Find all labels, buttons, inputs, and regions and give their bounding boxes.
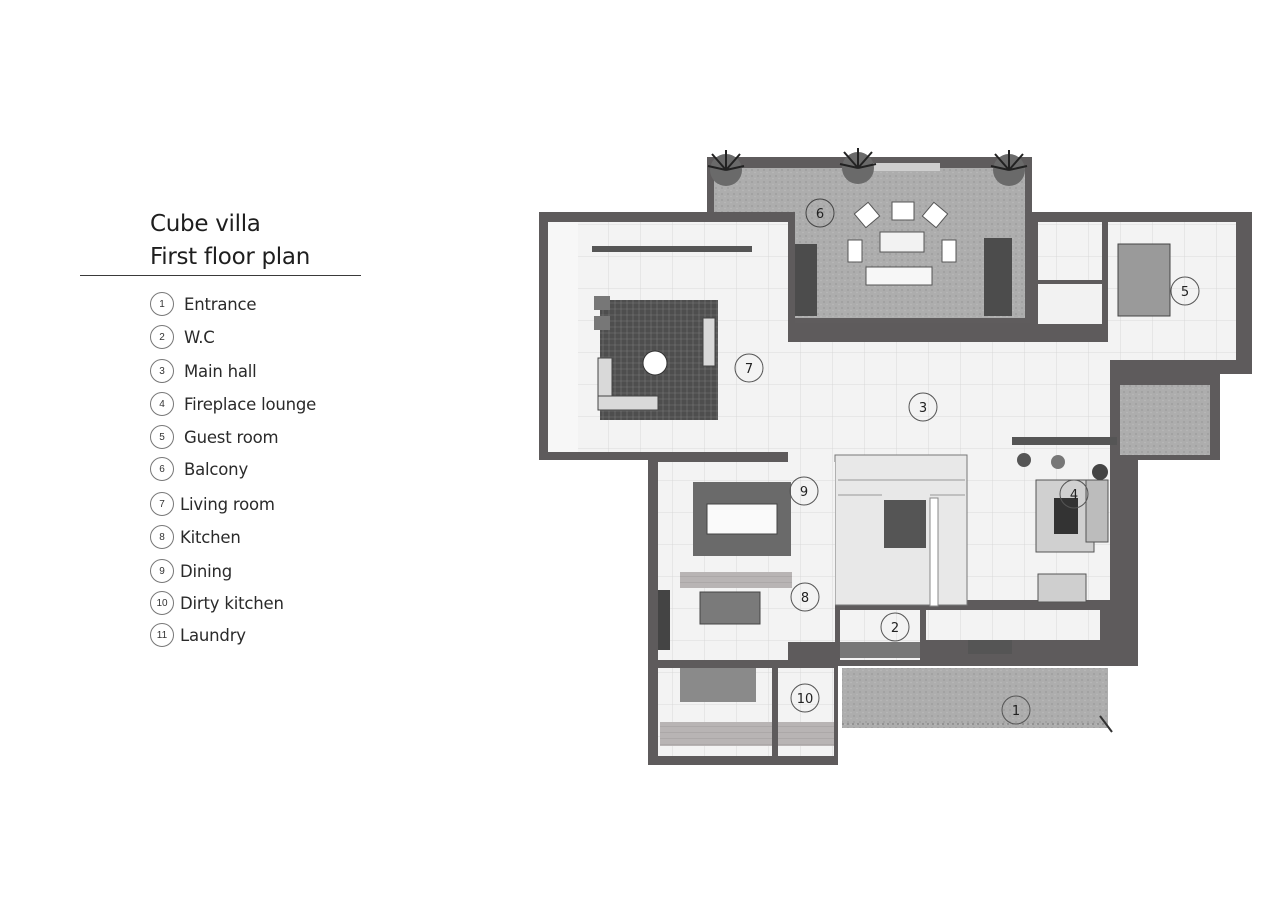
legend-label: Fireplace lounge [184, 394, 317, 414]
legend-item-laundry: 11 Laundry [150, 623, 246, 647]
room-number: 8 [801, 591, 809, 606]
legend-item-guest-room: 5 Guest room [150, 425, 279, 449]
legend-label: Living room [180, 494, 275, 514]
legend-item-entrance: 1 Entrance [150, 292, 257, 316]
legend-number: 8 [150, 525, 174, 549]
legend-number: 2 [150, 325, 174, 349]
staircase [834, 454, 968, 607]
room-number: 7 [745, 362, 753, 377]
room-number: 10 [797, 692, 814, 707]
legend-number: 6 [150, 457, 174, 481]
legend-label: Laundry [180, 625, 246, 645]
room-marker-5: 5 [1170, 276, 1200, 306]
legend-label: Dirty kitchen [180, 593, 284, 613]
room-number: 5 [1181, 285, 1189, 300]
legend-label: Entrance [184, 294, 257, 314]
room-number: 1 [1012, 704, 1020, 719]
room-number: 6 [816, 207, 824, 222]
floor-plan-svg: 1 2 3 4 5 6 7 8 [539, 148, 1252, 765]
legend-item-balcony: 6 Balcony [150, 457, 248, 481]
room-marker-8: 8 [790, 582, 820, 612]
room-number: 9 [800, 485, 808, 500]
legend-item-main-hall: 3 Main hall [150, 359, 257, 383]
legend-number: 9 [150, 559, 174, 583]
fireplace-lounge-furniture [1012, 437, 1117, 603]
legend-number: 4 [150, 392, 174, 416]
legend-label: Main hall [184, 361, 257, 381]
legend-number: 1 [150, 292, 174, 316]
title-divider [80, 275, 361, 276]
plan-title: Cube villa [150, 211, 261, 237]
plant-icon [839, 148, 877, 184]
planter [984, 238, 1012, 316]
room-marker-2: 2 [880, 612, 910, 642]
legend-number: 5 [150, 425, 174, 449]
plant-icon [707, 150, 745, 186]
legend-label: Kitchen [180, 527, 241, 547]
legend-label: Dining [180, 561, 233, 581]
legend-item-fireplace-lounge: 4 Fireplace lounge [150, 392, 316, 416]
legend-number: 11 [150, 623, 174, 647]
title-block: Cube villa First floor plan [150, 208, 310, 274]
plant-icon [990, 150, 1028, 186]
room-marker-6: 6 [805, 198, 835, 228]
guest-bed [1117, 243, 1171, 317]
legend-number: 7 [150, 492, 174, 516]
entrance-paving [842, 668, 1108, 728]
room-marker-10: 10 [790, 683, 820, 713]
legend-item-dining: 9 Dining [150, 559, 232, 583]
plan-subtitle: First floor plan [150, 244, 310, 270]
room-marker-7: 7 [734, 353, 764, 383]
room-marker-1: 1 [1001, 695, 1031, 725]
room-number: 2 [891, 621, 899, 636]
legend-number: 10 [150, 591, 174, 615]
legend-item-living-room: 7 Living room [150, 492, 275, 516]
legend-item-wc: 2 W.C [150, 325, 215, 349]
legend-label: Balcony [184, 459, 249, 479]
room-marker-9: 9 [789, 476, 819, 506]
legend-label: Guest room [184, 427, 279, 447]
dining-table [706, 503, 778, 535]
living-room-window-strip [548, 222, 578, 452]
legend-label: W.C [184, 327, 215, 347]
legend-number: 3 [150, 359, 174, 383]
room-number: 4 [1070, 488, 1078, 503]
floor-plan: 1 2 3 4 5 6 7 8 [530, 140, 1260, 770]
room-marker-4: 4 [1059, 479, 1089, 509]
legend-item-kitchen: 8 Kitchen [150, 525, 241, 549]
legend-item-dirty-kitchen: 10 Dirty kitchen [150, 591, 284, 615]
room-number: 3 [919, 401, 927, 416]
room-marker-3: 3 [908, 392, 938, 422]
